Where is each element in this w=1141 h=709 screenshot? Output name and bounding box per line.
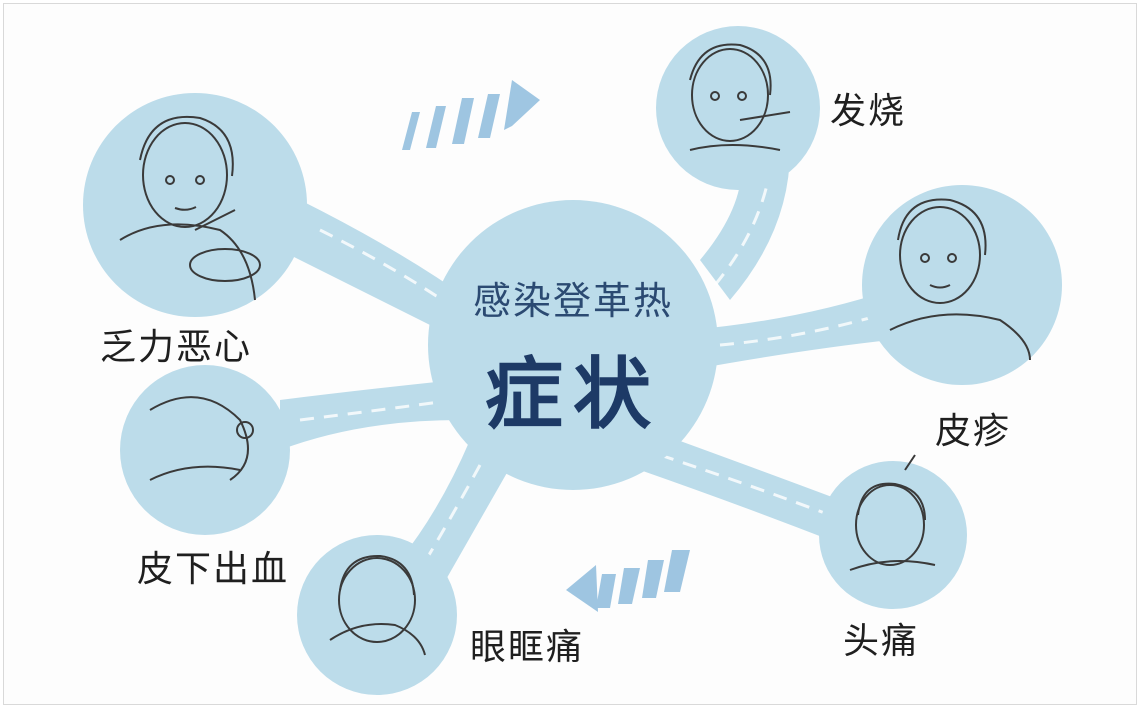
diagram-title: 感染登革热 (472, 279, 673, 323)
label-eye: 眼眶痛 (470, 627, 585, 668)
diagram-main-title: 症状 (484, 350, 661, 440)
center-bubble (428, 200, 718, 490)
label-rash: 皮疹 (935, 411, 1012, 452)
bubble-eye (297, 535, 457, 695)
bubble-fever (656, 26, 820, 190)
arrow-bottom (566, 550, 690, 612)
label-fever: 发烧 (830, 91, 907, 132)
label-fatigue: 乏力恶心 (100, 327, 253, 368)
bubble-headache (819, 454, 967, 609)
arrow-top (402, 80, 540, 150)
bubble-subcutaneous (120, 365, 290, 535)
bubble-rash (862, 185, 1062, 385)
label-headache: 头痛 (843, 621, 920, 662)
label-subcutaneous: 皮下出血 (137, 549, 290, 590)
bubble-fatigue (83, 93, 307, 317)
connector-arms (280, 150, 890, 590)
